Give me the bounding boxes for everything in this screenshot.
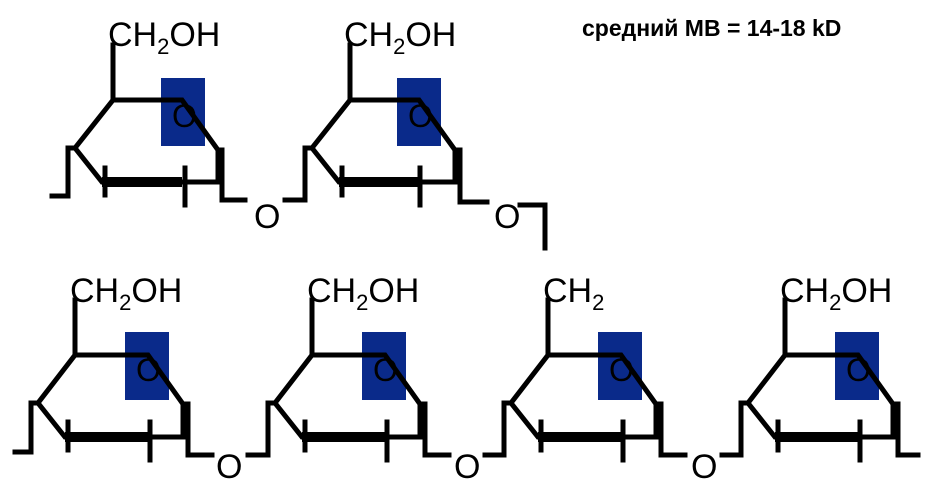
ch2-label: CH2: [543, 272, 604, 315]
ring-right-bond: [180, 401, 215, 458]
ring-left-substituent: [12, 400, 41, 455]
ring-left-substituent: [49, 145, 78, 199]
ring-right-bond: [653, 401, 688, 458]
ring-right-bond: [890, 401, 921, 458]
glycosidic-oxygen-1: O: [254, 198, 280, 236]
ring-right-bond: [215, 147, 248, 203]
ch2oh-label: CH2OH: [344, 16, 456, 59]
glucose-ring-4: O CH2OH: [245, 272, 452, 463]
ring-oxygen-box: [125, 332, 169, 400]
molecular-weight-label: средний МВ = 14-18 kD: [582, 15, 841, 41]
glucose-ring-6: O CH2OH: [719, 272, 921, 463]
ring-left-bond: [282, 145, 315, 203]
ring-left-bond: [719, 400, 751, 458]
glycosidic-oxygen-3: O: [216, 448, 242, 483]
ring-right-bond: [417, 401, 452, 458]
ch2oh-label: CH2OH: [307, 272, 419, 315]
branch-bond: [517, 202, 548, 251]
ch2oh-label: CH2OH: [780, 272, 892, 315]
glycosidic-oxygen-2: O: [494, 198, 520, 236]
ch2oh-label: CH2OH: [70, 272, 182, 315]
ring-oxygen-box: [835, 332, 879, 400]
glucose-ring-5: O CH2: [482, 272, 688, 463]
glucose-ring-3: O CH2OH: [12, 272, 215, 463]
ring-oxygen-box: [362, 332, 406, 400]
glucose-ring-1: O CH2OH: [49, 16, 248, 208]
ring-oxygen-box: [397, 78, 441, 146]
ring-oxygen-box: [598, 332, 642, 400]
ch2oh-label: CH2OH: [108, 16, 220, 59]
ring-oxygen-box: [161, 78, 205, 146]
ring-left-bond: [482, 400, 514, 458]
ring-right-bond: [452, 147, 490, 205]
glycosidic-oxygen-4: O: [454, 448, 480, 483]
glycosidic-oxygen-5: O: [691, 448, 717, 483]
ring-left-bond: [245, 400, 278, 458]
glucose-ring-2: O CH2OH: [282, 16, 490, 208]
